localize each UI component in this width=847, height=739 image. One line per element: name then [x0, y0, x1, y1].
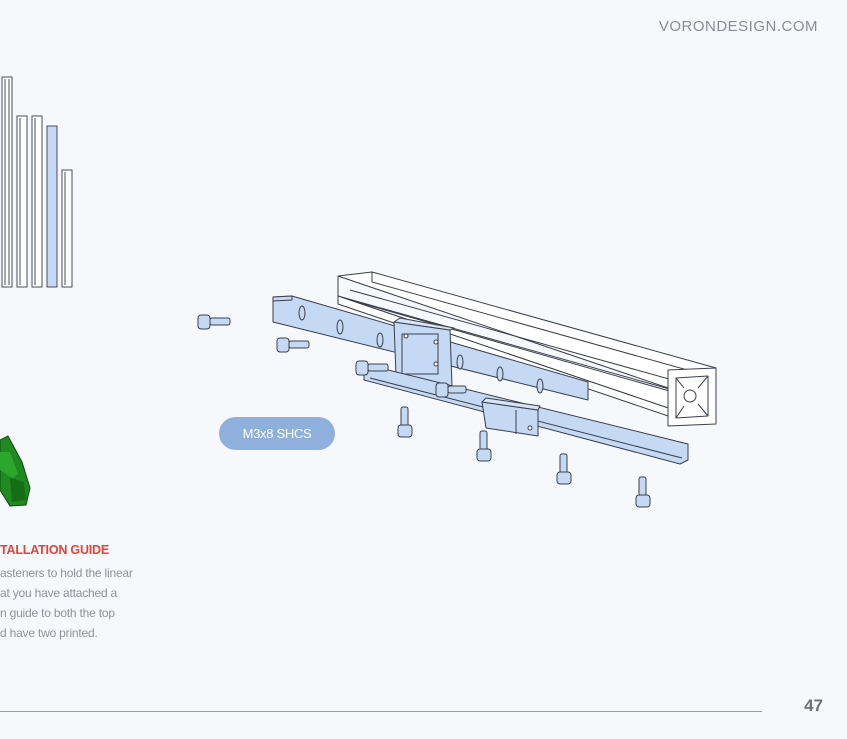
- fastener-callout: M3x8 SHCS: [219, 417, 335, 450]
- footer-divider: [0, 711, 762, 712]
- page-number: 47: [804, 696, 823, 715]
- guide-body: asteners to hold the linear at you have …: [0, 563, 150, 643]
- site-url: VORONDESIGN.COM: [658, 18, 818, 35]
- guide-line: d have two printed.: [0, 626, 98, 640]
- guide-line: asteners to hold the linear: [0, 566, 133, 580]
- guide-title: TALLATION GUIDE: [0, 543, 110, 557]
- guide-line: n guide to both the top: [0, 606, 115, 620]
- guide-line: at you have attached a: [0, 586, 118, 600]
